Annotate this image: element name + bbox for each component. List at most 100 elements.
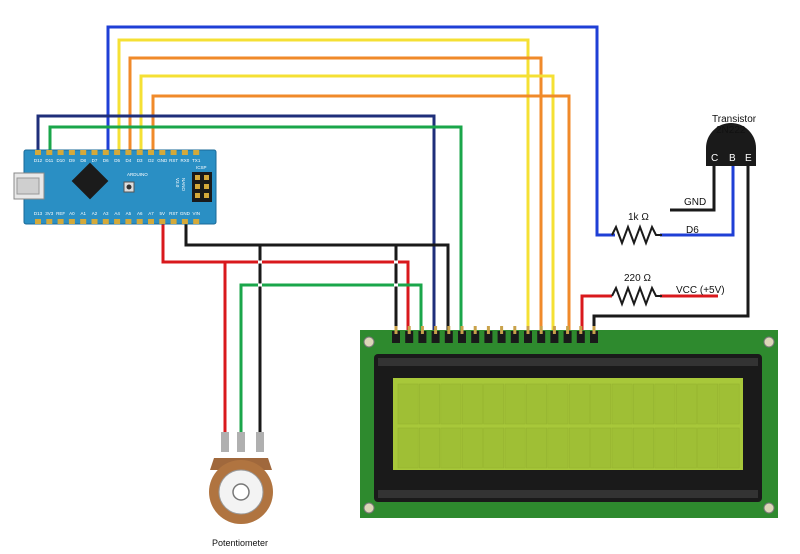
lcd-pin xyxy=(510,331,519,343)
lcd-char-cell xyxy=(440,427,462,469)
lcd-char-cell xyxy=(483,427,505,469)
board-text-version: V3.0 xyxy=(175,178,180,188)
top-pin-label: D12 xyxy=(34,158,43,163)
top-pin-label: D6 xyxy=(103,158,109,163)
bottom-pin-label: 3V3 xyxy=(45,211,54,216)
bottom-pin-pad xyxy=(125,219,132,224)
bottom-pin-label: RST xyxy=(169,211,178,216)
top-pin-pad xyxy=(91,150,98,155)
top-pin-pad xyxy=(68,150,75,155)
lcd-pin-lead xyxy=(447,326,451,334)
lcd-char-cell xyxy=(526,427,547,469)
lcd-char-cell xyxy=(419,383,440,425)
lcd-char-cell xyxy=(590,383,612,425)
lcd-char-cell xyxy=(675,383,697,425)
lcd-char-cell xyxy=(504,383,526,425)
d6-label: D6 xyxy=(686,225,699,236)
lcd-char-cell xyxy=(633,427,654,469)
wire-orange-1 xyxy=(128,56,543,330)
bottom-pin-label: REF xyxy=(56,211,65,216)
bottom-pin-label: 5V xyxy=(160,211,166,216)
lcd-char-cell xyxy=(697,383,719,425)
bottom-pin-pad xyxy=(35,219,41,224)
lcd-pin xyxy=(471,331,480,343)
lcd-pin-lead xyxy=(500,326,504,334)
bottom-pin-pad xyxy=(114,219,121,224)
lcd-char-cell xyxy=(654,383,676,425)
bottom-pin-label: VIN xyxy=(192,211,200,216)
bottom-pin-pad xyxy=(159,219,166,224)
wire-d6-blue xyxy=(106,25,615,237)
gnd-label: GND xyxy=(684,197,706,208)
top-pin-label: GND xyxy=(157,158,168,163)
bottom-pin-label: GND xyxy=(180,211,191,216)
lcd-pin-lead xyxy=(486,326,490,334)
lcd-pin xyxy=(563,331,572,343)
top-pin-pad xyxy=(159,150,166,155)
lcd-char-cell xyxy=(461,427,483,469)
board-text-nano: NANO xyxy=(181,178,186,192)
lcd-pin xyxy=(576,331,585,343)
wire-green-pot xyxy=(239,283,423,440)
top-pin-label: D3 xyxy=(137,158,143,163)
bottom-pin-label: D13 xyxy=(34,211,43,216)
bottom-pin-pad xyxy=(170,219,177,224)
lcd-char-cell xyxy=(675,427,697,469)
lcd-pin xyxy=(418,331,427,343)
top-pin-pad xyxy=(193,150,200,155)
lcd-char-cell xyxy=(611,383,633,425)
bottom-pin-pad xyxy=(91,219,98,224)
wire-black-gnd xyxy=(184,224,450,330)
lcd-char-cell xyxy=(547,427,569,469)
lcd-char-cell xyxy=(611,427,633,469)
lcd-char-cell xyxy=(568,427,590,469)
lcd-pin xyxy=(431,331,440,343)
bottom-pin-pad xyxy=(46,219,53,224)
lcd-pin-lead xyxy=(552,326,556,334)
transistor: Transistor 2N222 C B E xyxy=(706,114,757,166)
lcd-pin-lead xyxy=(539,326,543,334)
bottom-pin-label: A6 xyxy=(137,211,143,216)
top-pin-pad xyxy=(148,150,154,155)
lcd-pin-lead xyxy=(579,326,583,334)
wire-red-5v xyxy=(161,224,410,330)
lcd-character-grid xyxy=(397,383,740,469)
top-pin-label: RST xyxy=(169,158,178,163)
wires xyxy=(36,25,750,440)
lcd-pin-lead xyxy=(460,326,464,334)
top-pin-label: D5 xyxy=(114,158,120,163)
bottom-pin-label: A0 xyxy=(69,211,75,216)
lcd-char-cell xyxy=(397,383,419,425)
lcd-char-cell xyxy=(590,427,612,469)
bottom-pin-pad xyxy=(193,219,200,224)
lcd-pin-header xyxy=(392,326,598,343)
resistor-1k xyxy=(611,224,662,246)
resistor-220-label: 220 Ω xyxy=(624,273,651,284)
wire-black-emitter xyxy=(592,160,750,330)
wire-navy xyxy=(36,114,436,330)
lcd-pin xyxy=(497,331,506,343)
lcd-pin xyxy=(524,331,532,343)
bottom-pin-pad xyxy=(181,219,188,224)
bottom-pin-label: A3 xyxy=(103,211,109,216)
lcd-pin xyxy=(590,331,598,343)
lcd-pin-lead xyxy=(394,326,398,334)
lcd-pin xyxy=(405,331,414,343)
lcd-char-cell xyxy=(461,383,483,425)
lcd-pin xyxy=(392,331,400,343)
top-pin-label: D9 xyxy=(69,158,75,163)
top-pin-label: D10 xyxy=(56,158,65,163)
resistor-220 xyxy=(611,285,662,307)
bottom-pin-pad xyxy=(136,219,143,224)
bottom-pin-pad xyxy=(102,219,109,224)
lcd-pin-lead xyxy=(420,326,424,334)
pin-c-label: C xyxy=(711,153,718,164)
board-text-arduino: ARDUINO xyxy=(127,172,148,177)
top-pin-pad xyxy=(80,150,87,155)
top-pin-pad xyxy=(102,150,109,155)
